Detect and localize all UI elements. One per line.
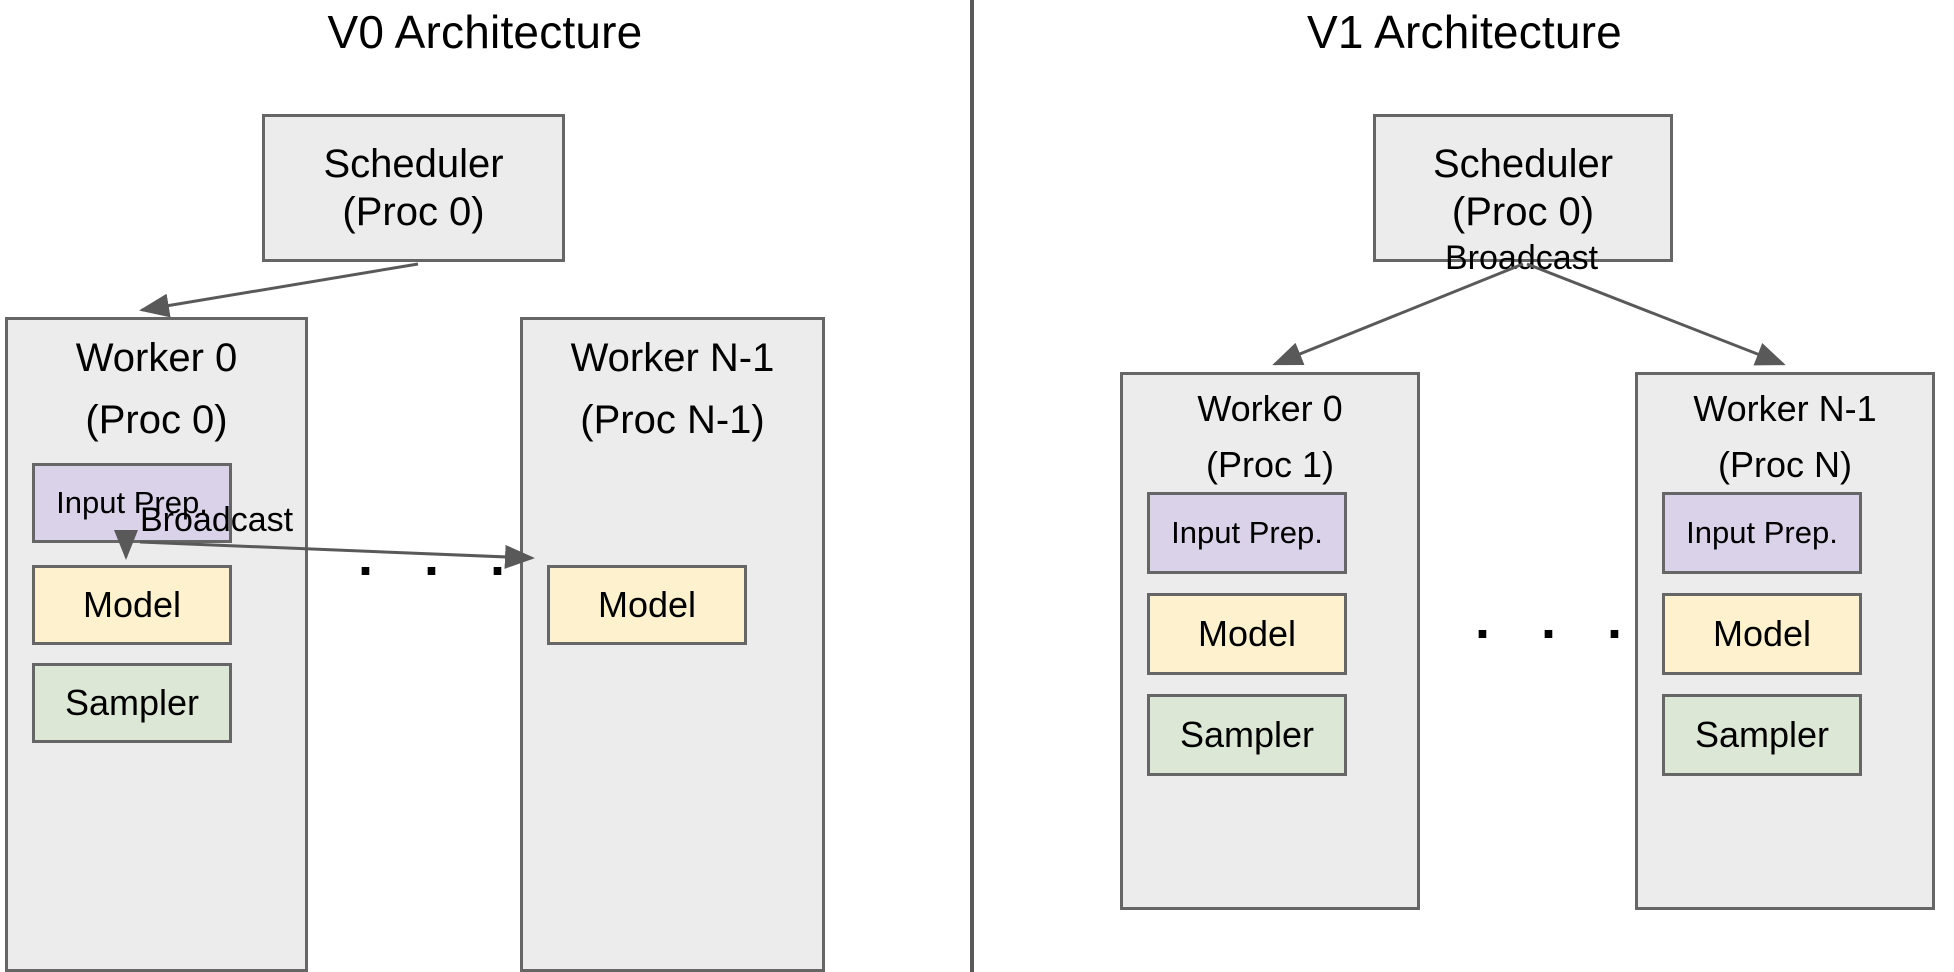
v0-worker-0-sampler-label: Sampler <box>64 682 200 723</box>
v1-worker-0-line2: (Proc 1) <box>1205 444 1335 485</box>
v0-worker-0-model-label: Model <box>82 584 182 625</box>
v1-broadcast-label: Broadcast <box>1445 239 1599 277</box>
v0-worker-0-sampler-box[interactable]: Sampler <box>32 663 232 743</box>
v1-worker-n1-box[interactable]: Worker N-1 (Proc N) Input Prep. Model Sa… <box>1635 372 1935 910</box>
v1-worker-n1-input-prep-label: Input Prep. <box>1686 515 1838 550</box>
v0-ellipsis: . . . <box>358 527 524 587</box>
panel-v0-architecture: V0 Architecture Scheduler (Proc 0) Worke… <box>0 0 970 972</box>
v1-worker-0-model-label: Model <box>1197 613 1297 654</box>
v1-worker-n1-model-box[interactable]: Model <box>1662 593 1862 675</box>
v0-scheduler-box[interactable]: Scheduler (Proc 0) <box>262 114 565 262</box>
v1-worker-0-sampler-box[interactable]: Sampler <box>1147 694 1347 776</box>
v1-worker-n1-input-prep-box[interactable]: Input Prep. <box>1662 492 1862 574</box>
panel-v1-architecture: V1 Architecture Scheduler (Proc 0) Broad… <box>975 0 1954 972</box>
v1-panel-title: V1 Architecture <box>1307 6 1622 58</box>
v1-worker-n1-sampler-label: Sampler <box>1694 714 1830 755</box>
v1-edge-scheduler-to-worker0 <box>1272 262 1524 366</box>
v0-worker-n1-line2: (Proc N-1) <box>580 398 765 442</box>
v1-worker-0-input-prep-box[interactable]: Input Prep. <box>1147 492 1347 574</box>
v1-worker-0-box[interactable]: Worker 0 (Proc 1) Input Prep. Model Samp… <box>1120 372 1420 910</box>
v1-worker-0-line1: Worker 0 <box>1197 388 1343 429</box>
v0-broadcast-label: Broadcast <box>140 501 294 539</box>
v0-scheduler-line2: (Proc 0) <box>342 190 485 234</box>
v1-worker-0-model-box[interactable]: Model <box>1147 593 1347 675</box>
v1-worker-0-sampler-label: Sampler <box>1179 714 1315 755</box>
v0-worker-0-input-prep-label: Input Prep. <box>56 485 208 520</box>
v1-worker-n1-line1: Worker N-1 <box>1693 388 1877 429</box>
v1-scheduler-box[interactable]: Scheduler (Proc 0) <box>1373 114 1673 262</box>
v0-worker-0-input-prep-box[interactable]: Input Prep. <box>32 463 232 543</box>
v0-edge-scheduler-to-worker0 <box>139 262 419 318</box>
v0-worker-n1-model-label: Model <box>597 584 697 625</box>
v0-worker-n1-model-box[interactable]: Model <box>547 565 747 645</box>
v0-worker-0-model-box[interactable]: Model <box>32 565 232 645</box>
v1-edge-scheduler-to-workerN <box>1526 262 1786 366</box>
v0-worker-0-line1: Worker 0 <box>75 336 238 380</box>
v1-ellipsis: . . . <box>1475 590 1641 650</box>
v1-worker-n1-line2: (Proc N) <box>1718 444 1852 485</box>
v0-worker-n1-box[interactable]: Worker N-1 (Proc N-1) Model <box>520 317 825 972</box>
v1-worker-0-input-prep-label: Input Prep. <box>1171 515 1323 550</box>
v1-scheduler-line2: (Proc 0) <box>1451 190 1595 234</box>
v1-scheduler-line1: Scheduler <box>1432 142 1614 186</box>
v1-worker-n1-sampler-box[interactable]: Sampler <box>1662 694 1862 776</box>
panel-divider <box>970 0 974 972</box>
v1-worker-n1-model-label: Model <box>1712 613 1812 654</box>
v0-worker-n1-line1: Worker N-1 <box>570 336 775 380</box>
v0-worker-0-box[interactable]: Worker 0 (Proc 0) Input Prep. Model Samp… <box>5 317 308 972</box>
v0-panel-title: V0 Architecture <box>327 6 643 58</box>
v0-scheduler-line1: Scheduler <box>323 142 504 186</box>
v0-worker-0-line2: (Proc 0) <box>85 398 228 442</box>
